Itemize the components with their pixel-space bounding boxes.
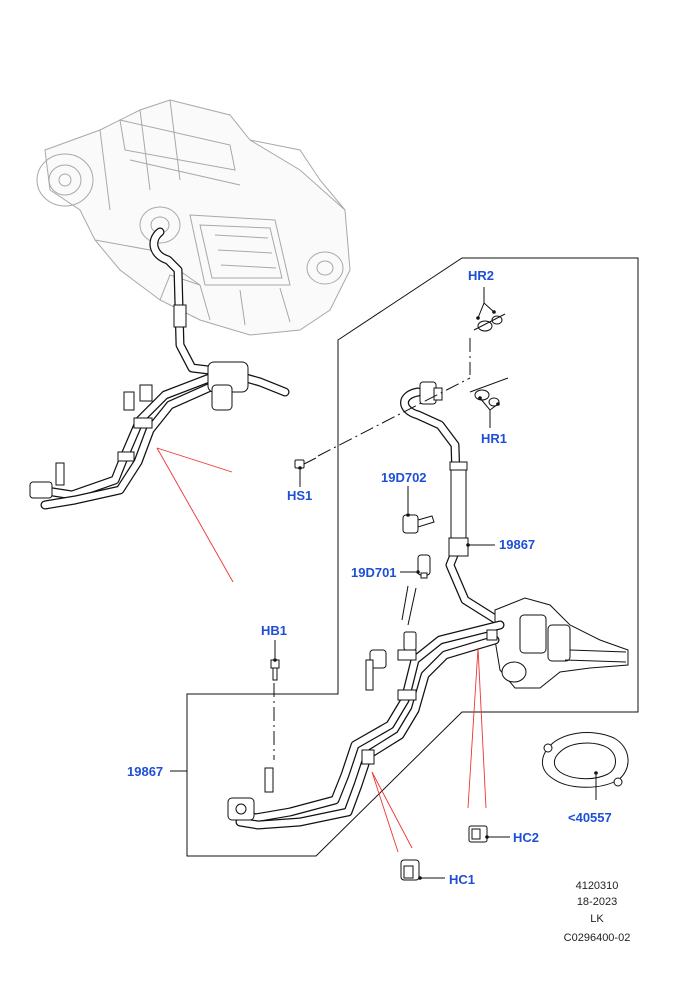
callout-40557[interactable]: <40557 — [568, 810, 612, 825]
callout-leaders — [170, 287, 598, 880]
diagram-meta: 4120310 18-2023 LK C0296400-02 — [564, 880, 631, 944]
hc2-clip-part — [468, 825, 488, 843]
meta-date: 18-2023 — [577, 896, 617, 908]
pipe-assembly-detail — [227, 381, 629, 830]
callout-19d702[interactable]: 19D702 — [381, 470, 427, 485]
meta-code: 4120310 — [576, 880, 619, 892]
callout-19d701[interactable]: 19D701 — [351, 565, 397, 580]
callout-19867-left[interactable]: 19867 — [127, 764, 163, 779]
leader-hc1-b — [371, 771, 413, 849]
callout-hc1[interactable]: HC1 — [449, 872, 475, 887]
hc1-clip-part — [400, 859, 420, 881]
callout-hc2[interactable]: HC2 — [513, 830, 539, 845]
pipe-assembly-overview — [29, 227, 290, 510]
hvac-housing-ghost — [36, 99, 351, 336]
19d701-sensor-part — [417, 554, 431, 579]
detail-boundary — [186, 257, 639, 857]
leader-hc2-a — [467, 647, 479, 809]
leader-hc2-b — [477, 647, 487, 809]
callout-hr1[interactable]: HR1 — [481, 431, 507, 446]
meta-initials: LK — [590, 913, 604, 925]
19d702-sensor-part — [402, 514, 435, 534]
callout-hs1[interactable]: HS1 — [287, 488, 312, 503]
hr1-clip-part — [469, 377, 509, 407]
callout-hr2[interactable]: HR2 — [468, 268, 494, 283]
callout-hb1[interactable]: HB1 — [261, 623, 287, 638]
hr2-clip-part — [473, 313, 506, 332]
hs1-screw-part — [294, 457, 317, 469]
hs1-dash-line — [317, 377, 471, 457]
callout-19867-right[interactable]: 19867 — [499, 537, 535, 552]
40557-gasket-part — [542, 732, 629, 788]
meta-drawing-id: C0296400-02 — [564, 932, 631, 944]
leader-overview-a — [156, 447, 233, 473]
leader-hc1-a — [371, 771, 399, 853]
leader-overview-b — [156, 447, 234, 583]
hb1-bolt-part — [270, 659, 280, 681]
